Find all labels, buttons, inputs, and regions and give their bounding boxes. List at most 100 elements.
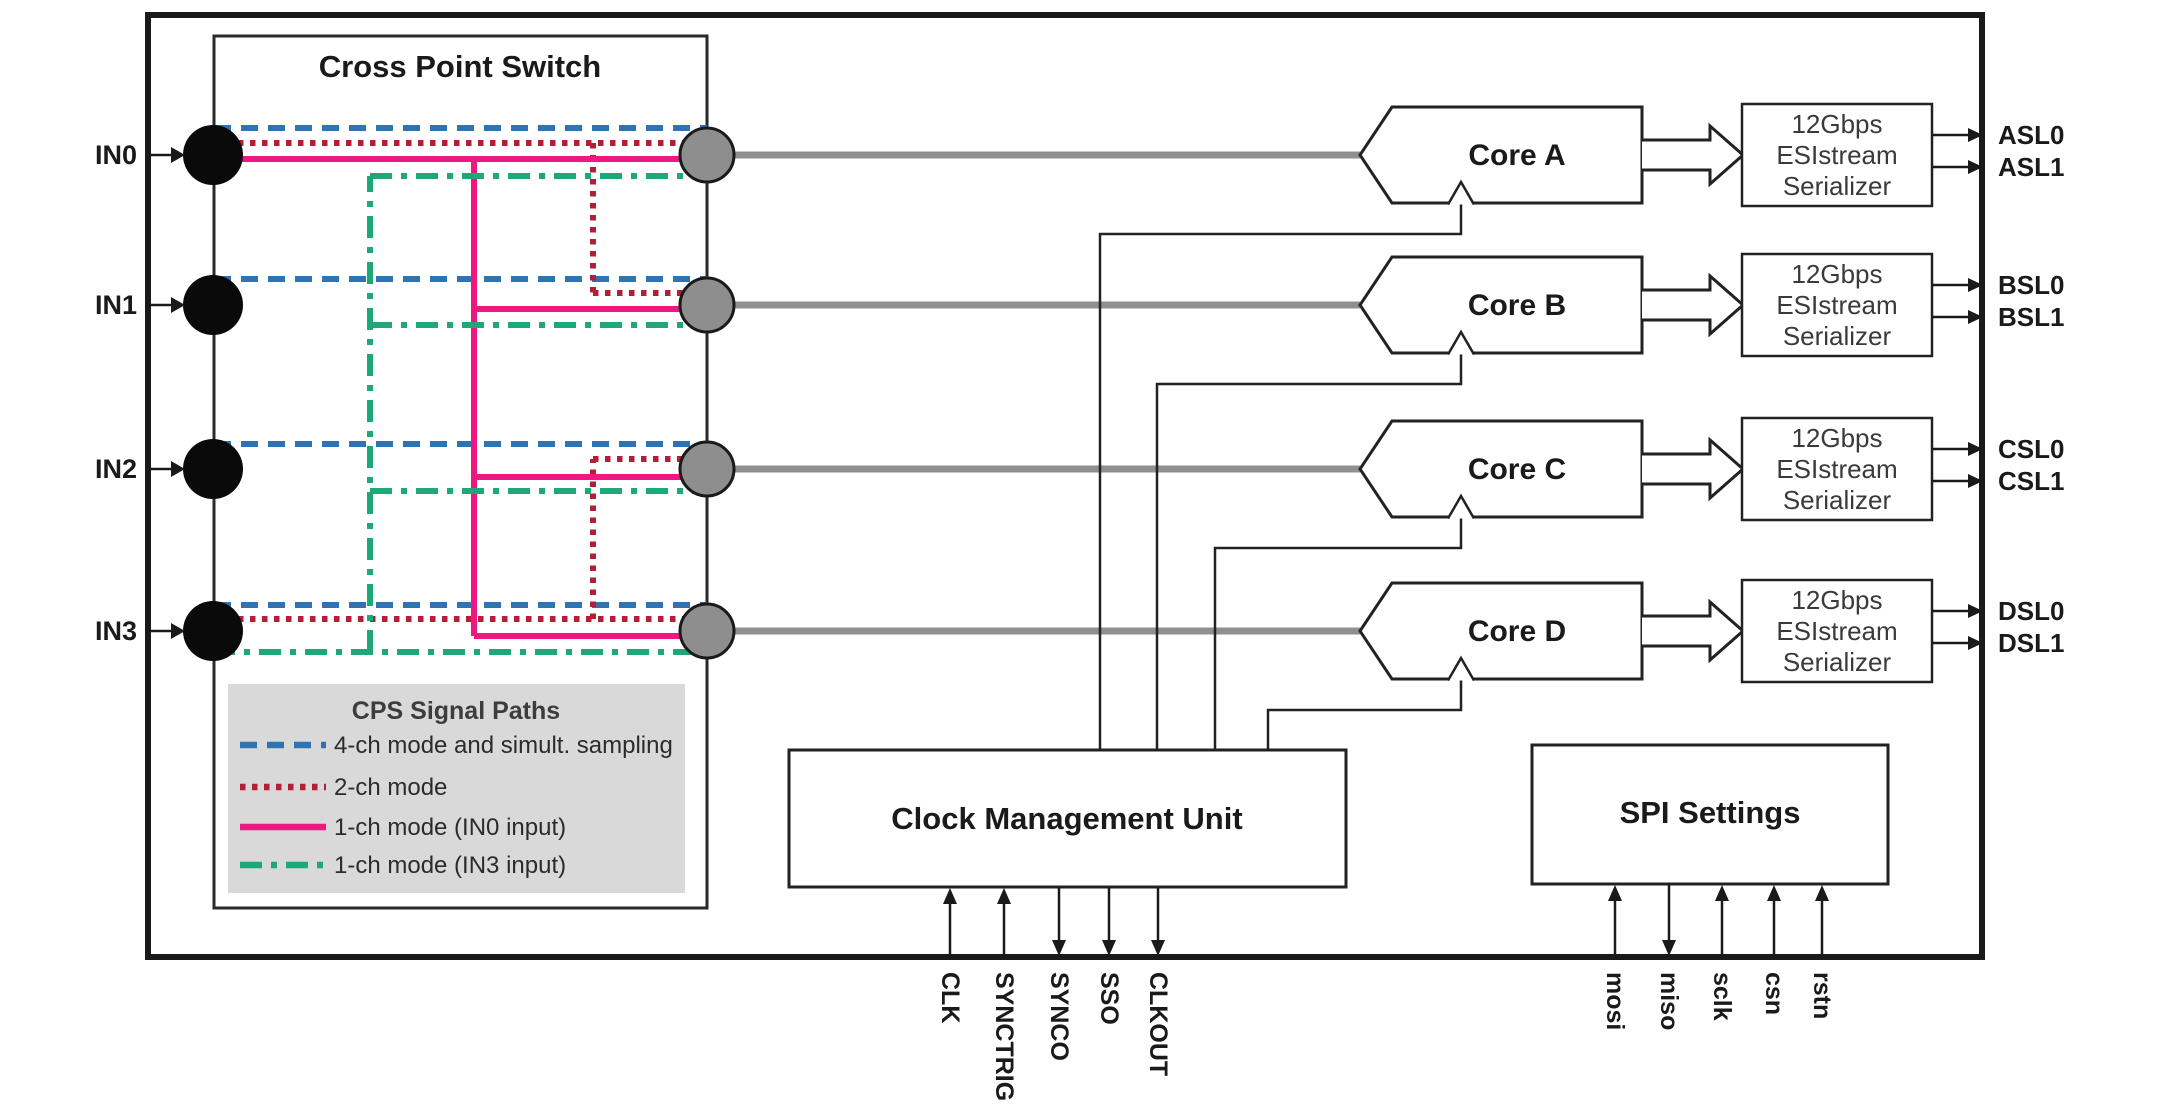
pin-arrowhead-icon-csn — [1767, 885, 1781, 901]
core-b-bus-arrow-icon — [1642, 272, 1746, 338]
switch-node-c — [678, 440, 736, 498]
serializer-b-box — [1740, 252, 1934, 358]
serializer-c-line2: ESIstream — [1776, 454, 1897, 484]
core-b-label: Core B — [1468, 289, 1566, 322]
serializer-b-line1: 12Gbps — [1791, 259, 1882, 289]
serializer-b-line2: ESIstream — [1776, 290, 1897, 320]
legend-item-2ch: 2-ch mode — [334, 774, 447, 801]
serializer-d-box — [1740, 578, 1934, 684]
switch-node-d — [678, 602, 736, 660]
path-1ch-in3 — [213, 173, 707, 655]
pin-arrowhead-icon-clkout — [1151, 940, 1165, 956]
input-label-in1: IN1 — [95, 290, 137, 320]
pin-label-csn: csn — [1760, 972, 1788, 1015]
output-label-asl0: ASL0 — [1998, 120, 2064, 150]
output-arrowhead-icon-asl0 — [1968, 128, 1983, 142]
spi-title: SPI Settings — [1620, 795, 1801, 830]
path-2ch-mode — [214, 140, 707, 622]
core-a-bus-arrow-icon — [1642, 122, 1746, 188]
core-b-clock-notch-icon — [1446, 329, 1476, 356]
serializer-c-line3: Serializer — [1783, 485, 1892, 515]
input-node-in2 — [183, 439, 243, 499]
pin-arrowhead-icon-mosi — [1608, 885, 1622, 901]
input-node-in3 — [183, 601, 243, 661]
pin-label-mosi: mosi — [1601, 972, 1629, 1030]
path-4ch-mode — [214, 125, 707, 608]
input-arrowhead-icon-in2 — [171, 461, 185, 477]
switch-node-b — [678, 276, 736, 334]
input-label-in0: IN0 — [95, 140, 137, 170]
serializer-d-line2: ESIstream — [1776, 616, 1897, 646]
output-label-bsl0: BSL0 — [1998, 270, 2064, 300]
serializer-a-box — [1740, 102, 1934, 208]
input-arrowhead-icon-in0 — [171, 147, 185, 163]
core-c-clock-notch-icon — [1446, 493, 1476, 520]
output-arrowhead-icon-bsl1 — [1968, 310, 1983, 324]
legend-item-1ch-in3: 1-ch mode (IN3 input) — [334, 852, 566, 879]
serializer-d-line1: 12Gbps — [1791, 585, 1882, 615]
pin-label-synco: SYNCO — [1045, 972, 1073, 1061]
serializer-b-line3: Serializer — [1783, 321, 1892, 351]
pin-label-synctrig: SYNCTRIG — [990, 972, 1018, 1101]
input-label-in3: IN3 — [95, 616, 137, 646]
analog-lines — [707, 151, 1360, 635]
chip-border — [145, 12, 1985, 960]
input-arrowhead-icon-in3 — [171, 623, 185, 639]
spi-box — [1530, 743, 1890, 886]
output-arrowhead-icon-csl1 — [1968, 474, 1983, 488]
core-a-clock-notch-icon — [1446, 179, 1476, 206]
output-label-asl1: ASL1 — [1998, 152, 2064, 182]
pin-arrowhead-icon-sclk — [1715, 885, 1729, 901]
pin-label-rstn: rstn — [1808, 972, 1836, 1019]
input-node-in0 — [183, 125, 243, 185]
serializer-a-line2: ESIstream — [1776, 140, 1897, 170]
output-arrowhead-icon-dsl0 — [1968, 604, 1983, 618]
input-arrowhead-icon-in1 — [171, 297, 185, 313]
legend-item-4ch: 4-ch mode and simult. sampling — [334, 732, 673, 759]
pin-arrowhead-icon-synco — [1052, 940, 1066, 956]
output-label-csl1: CSL1 — [1998, 466, 2064, 496]
output-arrowhead-icon-csl0 — [1968, 442, 1983, 456]
core-d-clock-notch-icon — [1446, 655, 1476, 682]
input-label-in2: IN2 — [95, 454, 137, 484]
clock-trace-core-a — [1098, 204, 1463, 750]
output-arrowhead-icon-asl1 — [1968, 160, 1983, 174]
output-label-csl0: CSL0 — [1998, 434, 2064, 464]
serializer-c-box — [1740, 416, 1934, 522]
core-c-label: Core C — [1468, 453, 1566, 486]
clock-trace-core-d — [1266, 680, 1463, 750]
serializer-a-line3: Serializer — [1783, 171, 1892, 201]
pin-arrowhead-icon-sso — [1102, 940, 1116, 956]
pin-label-clk: CLK — [936, 972, 964, 1023]
core-d-bus-arrow-icon — [1642, 598, 1746, 664]
pin-arrowhead-icon-clk — [943, 888, 957, 904]
pin-label-sso: SSO — [1095, 972, 1123, 1025]
cmu-box — [787, 748, 1348, 889]
clock-trace-core-b — [1155, 354, 1463, 750]
serializer-c-line1: 12Gbps — [1791, 423, 1882, 453]
cross-point-switch-title: Cross Point Switch — [319, 49, 601, 84]
pin-label-clkout: CLKOUT — [1144, 972, 1172, 1076]
legend-item-1ch-in0: 1-ch mode (IN0 input) — [334, 814, 566, 841]
core-c-bus-arrow-icon — [1642, 436, 1746, 502]
path-1ch-in0 — [214, 156, 707, 639]
input-node-in1 — [183, 275, 243, 335]
output-arrowhead-icon-dsl1 — [1968, 636, 1983, 650]
pin-label-miso: miso — [1655, 972, 1683, 1030]
pin-arrowhead-icon-miso — [1662, 940, 1676, 956]
core-a-label: Core A — [1468, 139, 1565, 172]
output-label-dsl1: DSL1 — [1998, 628, 2064, 658]
core-d-label: Core D — [1468, 615, 1566, 648]
clock-trace-core-c — [1213, 518, 1463, 750]
serializer-a-line1: 12Gbps — [1791, 109, 1882, 139]
pin-arrowhead-icon-rstn — [1815, 885, 1829, 901]
legend-title: CPS Signal Paths — [352, 697, 560, 725]
serializer-d-line3: Serializer — [1783, 647, 1892, 677]
output-label-dsl0: DSL0 — [1998, 596, 2064, 626]
output-label-bsl1: BSL1 — [1998, 302, 2064, 332]
cmu-title: Clock Management Unit — [891, 801, 1242, 836]
output-arrowhead-icon-bsl0 — [1968, 278, 1983, 292]
pin-label-sclk: sclk — [1708, 972, 1736, 1021]
